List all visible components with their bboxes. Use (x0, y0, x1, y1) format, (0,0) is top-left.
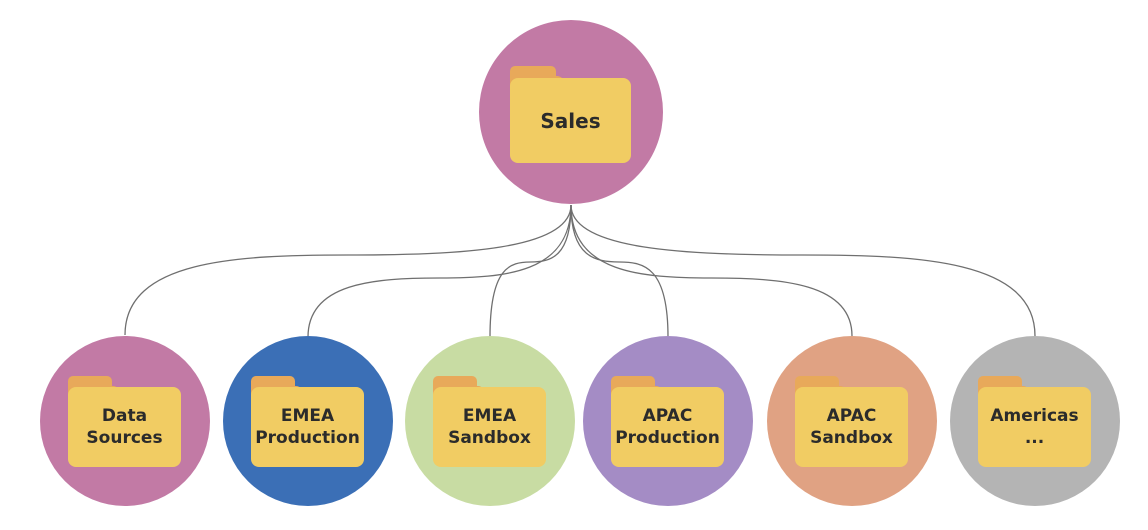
folder-icon: APAC Production (611, 376, 724, 467)
connector-line-1 (307, 204, 572, 338)
connector-line-0 (124, 204, 572, 336)
root-node-sales[interactable]: Sales (479, 20, 663, 204)
folder-icon: Americas ... (978, 376, 1091, 467)
folder-body: APAC Production (611, 387, 724, 467)
child-node-americas[interactable]: Americas ... (950, 336, 1120, 506)
folder-icon: APAC Sandbox (795, 376, 908, 467)
folder-body: APAC Sandbox (795, 387, 908, 467)
connector-line-4 (570, 204, 853, 337)
child-node-apac-sandbox[interactable]: APAC Sandbox (767, 336, 937, 506)
child-label: Americas ... (990, 405, 1079, 448)
folder-body: Sales (510, 78, 631, 163)
child-label: EMEA Sandbox (448, 405, 531, 448)
child-node-emea-sandbox[interactable]: EMEA Sandbox (405, 336, 575, 506)
child-label: APAC Sandbox (810, 405, 893, 448)
root-label: Sales (540, 108, 601, 133)
child-label: EMEA Production (255, 405, 360, 448)
child-node-apac-production[interactable]: APAC Production (583, 336, 753, 506)
folder-icon: EMEA Production (251, 376, 364, 467)
child-node-emea-production[interactable]: EMEA Production (223, 336, 393, 506)
folder-body: Data Sources (68, 387, 181, 467)
folder-icon: Data Sources (68, 376, 181, 467)
child-label: APAC Production (615, 405, 720, 448)
child-label: Data Sources (86, 405, 163, 448)
connector-line-5 (570, 204, 1036, 337)
folder-body: EMEA Sandbox (433, 387, 546, 467)
folder-icon: Sales (510, 66, 631, 163)
folder-body: Americas ... (978, 387, 1091, 467)
connector-line-2 (489, 204, 572, 338)
folder-body: EMEA Production (251, 387, 364, 467)
child-node-data-sources[interactable]: Data Sources (40, 336, 210, 506)
folder-icon: EMEA Sandbox (433, 376, 546, 467)
connector-line-3 (570, 204, 669, 338)
